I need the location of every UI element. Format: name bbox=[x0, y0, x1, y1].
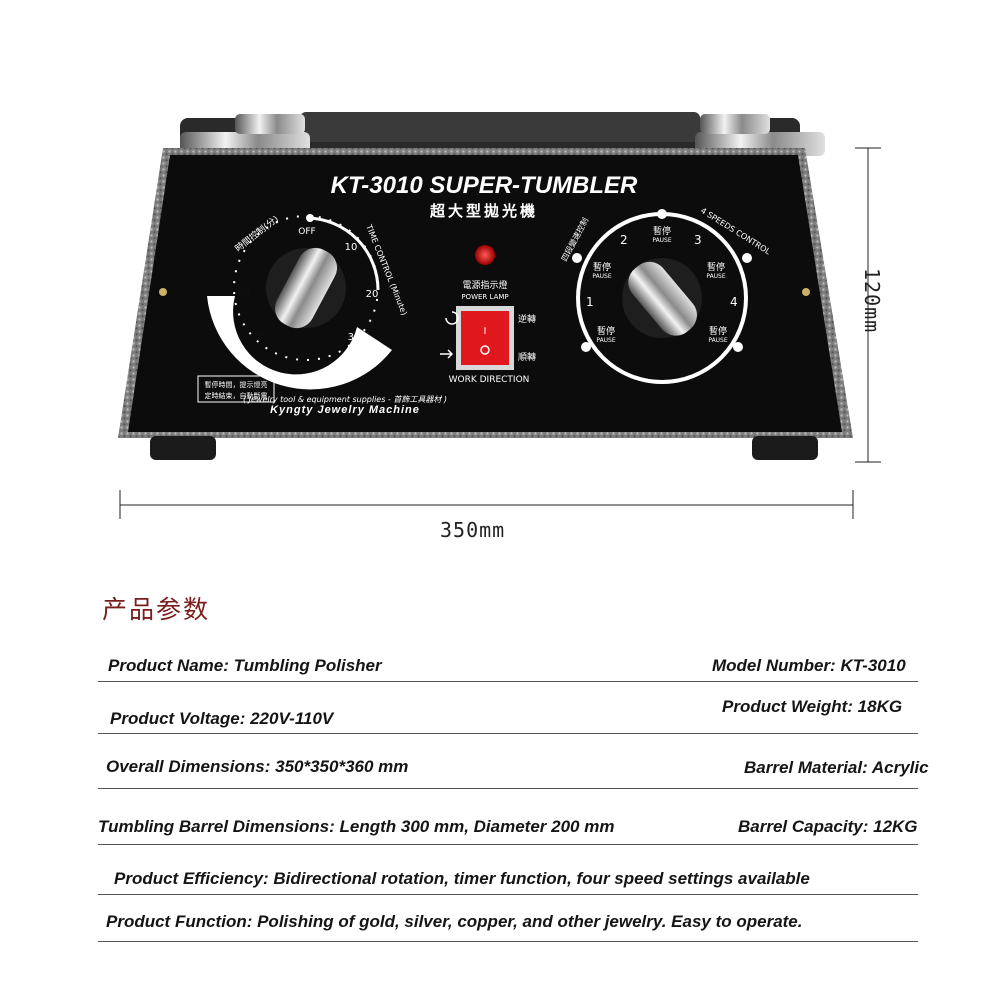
timer-knob[interactable] bbox=[269, 242, 344, 335]
pause-right-cn: 暫停 bbox=[707, 261, 725, 273]
timer-tick-30: 30 bbox=[348, 332, 361, 343]
timer-tick-40: 40 bbox=[299, 350, 312, 361]
work-direction-label: WORK DIRECTION bbox=[449, 375, 530, 385]
notice-box bbox=[197, 375, 275, 403]
spec-barrel-capacity: Barrel Capacity: 12KG bbox=[738, 817, 918, 836]
chinese-title: 超大型拋光機 bbox=[429, 202, 538, 220]
pause-bl-cn: 暫停 bbox=[597, 325, 615, 337]
front-panel bbox=[128, 155, 842, 432]
timer-arc-bg bbox=[207, 296, 392, 390]
brand-name: Kyngty Jewelry Machine bbox=[270, 404, 420, 416]
spec-voltage: Product Voltage: 220V-110V bbox=[110, 709, 334, 728]
spec-barrel-material: Barrel Material: Acrylic bbox=[744, 758, 929, 777]
spec-model-number: Model Number: KT-3010 bbox=[712, 656, 906, 675]
timer-tick-50: 50 bbox=[254, 332, 267, 343]
spec-function: Product Function: Polishing of gold, sil… bbox=[106, 912, 803, 931]
foot-left bbox=[150, 436, 216, 460]
spec-row-5 bbox=[98, 855, 918, 895]
spec-overall-dimensions: Overall Dimensions: 350*350*360 mm bbox=[106, 757, 409, 776]
svg-text:I: I bbox=[484, 326, 487, 337]
speed-1: 1 bbox=[586, 295, 594, 309]
section-title: 产品参数 bbox=[102, 595, 211, 624]
supplies-line: ( Jewelry tool & equipment supplies - 首飾… bbox=[243, 395, 447, 404]
pause-left-en: PAUSE bbox=[592, 273, 612, 280]
dimension-width-label: 350mm bbox=[440, 518, 506, 542]
pause-top-cn: 暫停 bbox=[653, 225, 671, 237]
spec-row-4 bbox=[98, 800, 918, 845]
screw-right bbox=[802, 288, 810, 296]
screw-left bbox=[159, 288, 167, 296]
product-image-tumbler: KT-3010 SUPER-TUMBLER 超大型拋光機 OFF 10 20 3… bbox=[118, 112, 881, 519]
pause-bl-en: PAUSE bbox=[596, 337, 616, 344]
rotate-arrow-icon bbox=[445, 311, 459, 325]
speed-4: 4 bbox=[730, 295, 738, 309]
power-lamp-en: POWER LAMP bbox=[461, 293, 508, 301]
spec-row-1 bbox=[98, 646, 918, 682]
forward-label: 順轉 bbox=[518, 351, 536, 363]
timer-off-dot bbox=[306, 214, 314, 222]
speed-knob[interactable] bbox=[621, 255, 704, 344]
foot-right bbox=[752, 436, 818, 460]
timer-tick-off: OFF bbox=[298, 227, 315, 237]
pause-top-en: PAUSE bbox=[652, 237, 672, 244]
arrow-right-icon bbox=[440, 349, 454, 359]
pause-br-en: PAUSE bbox=[708, 337, 728, 344]
spec-efficiency: Product Efficiency: Bidirectional rotati… bbox=[114, 869, 810, 888]
timer-tick-10: 10 bbox=[345, 242, 358, 253]
power-lamp-cn: 電源指示燈 bbox=[462, 279, 507, 291]
dimension-height-label: 120mm bbox=[860, 268, 884, 334]
power-lamp bbox=[475, 245, 495, 265]
speed-2: 2 bbox=[620, 233, 628, 247]
timer-tick-60: 60 bbox=[238, 288, 251, 299]
spec-weight: Product Weight: 18KG bbox=[722, 697, 903, 716]
spec-barrel-dimensions: Tumbling Barrel Dimensions: Length 300 m… bbox=[98, 817, 615, 836]
notice-line-2: 定時結束，自動斷電 bbox=[205, 391, 268, 400]
dimension-height-line bbox=[855, 147, 881, 463]
dimension-width-line bbox=[119, 490, 854, 519]
pause-right-en: PAUSE bbox=[706, 273, 726, 280]
pause-br-cn: 暫停 bbox=[709, 325, 727, 337]
spec-product-name: Product Name: Tumbling Polisher bbox=[108, 656, 382, 675]
spec-row-2 bbox=[98, 690, 918, 734]
direction-switch[interactable] bbox=[461, 311, 509, 365]
model-title: KT-3010 SUPER-TUMBLER bbox=[331, 172, 638, 199]
timer-tick-20: 20 bbox=[366, 289, 379, 300]
spec-row-6 bbox=[98, 902, 918, 942]
pause-left-cn: 暫停 bbox=[593, 261, 611, 273]
spec-row-3 bbox=[98, 745, 918, 789]
reverse-label: 逆轉 bbox=[518, 313, 536, 325]
notice-line-1: 暫停時間，提示燈亮 bbox=[205, 380, 268, 389]
speed-3: 3 bbox=[694, 233, 702, 247]
